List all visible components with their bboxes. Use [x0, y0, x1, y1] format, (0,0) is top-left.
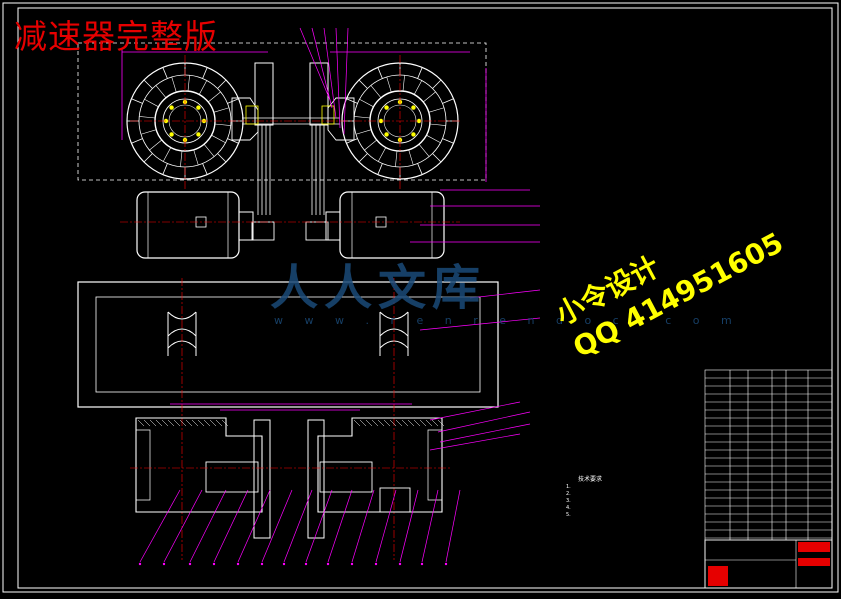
watermark-brand: 人人文库	[270, 260, 487, 316]
watermark-url: w w w . r e n r e n d o c . c o m	[274, 314, 741, 327]
notes-heading: 技术要求	[578, 476, 603, 483]
notes-item: 2.	[566, 491, 571, 497]
bottom-leaders	[138, 489, 461, 566]
notes-item: 3.	[566, 498, 571, 504]
notes-item: 1.	[566, 484, 571, 490]
technical-notes: 技术要求 1. 2. 3. 4. 5.	[566, 476, 602, 519]
notes-item: 5.	[566, 512, 571, 518]
watermark: 人人文库 w w w . r e n r e n d o c . c o m	[270, 248, 741, 327]
drawing-title: 减速器完整版	[14, 17, 218, 56]
inner-border	[17, 7, 833, 589]
top-view	[77, 42, 487, 215]
motors	[120, 191, 460, 259]
parts-list-table	[704, 369, 833, 589]
leader-lines	[299, 27, 541, 451]
notes-item: 4.	[566, 505, 571, 511]
front-view	[77, 278, 499, 560]
